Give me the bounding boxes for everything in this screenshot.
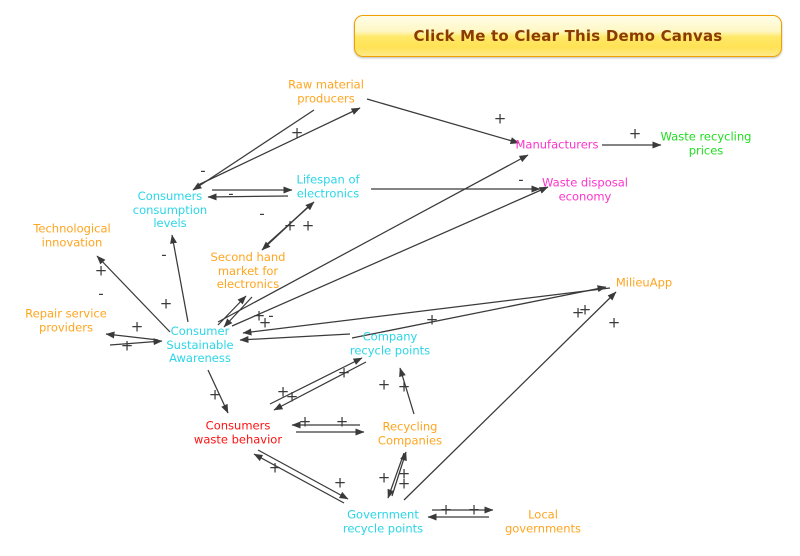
polarity-sign: - [98, 284, 104, 303]
link-line [217, 295, 247, 326]
link-line [242, 287, 611, 336]
link-line [192, 109, 315, 191]
link-line [231, 186, 549, 327]
link-layer [96, 98, 662, 521]
link-line [223, 296, 253, 328]
polarity-sign: - [161, 245, 167, 264]
node-repair_service_providers[interactable]: Repair service providers [25, 306, 107, 334]
polarity-sign: + [578, 300, 592, 319]
polarity-sign: + [268, 458, 282, 477]
polarity-sign: + [159, 294, 173, 313]
link-line [366, 98, 520, 144]
polarity-sign: + [337, 363, 351, 382]
node-waste_disposal_economy[interactable]: Waste disposal economy [542, 175, 628, 203]
node-consumers_consumption_levels[interactable]: Consumers consumption levels [132, 188, 208, 230]
polarity-sign: + [377, 468, 391, 487]
link-line [195, 107, 361, 187]
node-lifespan_of_electronics[interactable]: Lifespan of electronics [296, 172, 360, 200]
node-technological_innovation[interactable]: Technological innovation [33, 221, 111, 249]
polarity-sign: + [628, 124, 642, 143]
polarity-sign: - [268, 306, 274, 325]
node-raw_material_producers[interactable]: Raw material producers [288, 77, 364, 105]
link-line [273, 361, 367, 411]
polarity-sign: + [335, 412, 349, 431]
node-waste_recycling_prices[interactable]: Waste recycling prices [660, 129, 752, 157]
link-line [239, 333, 351, 344]
node-second_hand_market[interactable]: Second hand market for electronics [210, 249, 286, 291]
link-line [403, 291, 617, 501]
polarity-sign: + [607, 313, 621, 332]
link-line [253, 453, 345, 504]
link-line [217, 154, 529, 323]
polarity-sign: + [397, 377, 411, 396]
polarity-sign: + [208, 385, 222, 404]
clear-canvas-button-label: Click Me to Clear This Demo Canvas [413, 27, 723, 45]
clear-canvas-button[interactable]: Click Me to Clear This Demo Canvas [354, 15, 782, 57]
link-line [269, 357, 363, 405]
link-line [399, 367, 415, 415]
node-consumer_sustainable_awareness[interactable]: Consumer Sustainable Awareness [166, 323, 234, 365]
node-local_governments[interactable]: Local governments [504, 507, 582, 535]
node-company_recycle_points[interactable]: Company recycle points [349, 329, 431, 357]
polarity-sign: + [258, 313, 272, 332]
polarity-sign: + [377, 375, 391, 394]
polarity-sign: + [290, 123, 304, 142]
polarity-sign: + [439, 500, 453, 519]
polarity-sign: + [298, 412, 312, 431]
node-recycling_companies[interactable]: Recycling Companies [377, 419, 443, 447]
link-line [96, 255, 171, 333]
polarity-sign: + [397, 464, 411, 483]
polarity-sign: + [571, 303, 585, 322]
polarity-sign: + [276, 382, 290, 401]
polarity-sign: + [425, 310, 439, 329]
link-line [264, 201, 315, 247]
polarity-sign: + [252, 306, 266, 325]
polarity-sign: + [397, 474, 411, 493]
node-consumers_waste_behavior[interactable]: Consumers waste behavior [193, 418, 283, 446]
link-line [170, 234, 189, 323]
polarity-sign: + [333, 473, 347, 492]
polarity-sign: - [228, 184, 234, 203]
node-government_recycle_points[interactable]: Government recycle points [342, 507, 424, 535]
polarity-sign: - [200, 161, 206, 180]
polarity-sign: + [493, 109, 507, 128]
link-line [105, 331, 159, 341]
link-line [391, 451, 407, 497]
link-line [207, 369, 229, 414]
node-manufacturers[interactable]: Manufacturers [515, 137, 599, 152]
polarity-sign: + [285, 387, 299, 406]
link-line [207, 193, 289, 201]
polarity-sign: - [518, 170, 524, 189]
node-milieuapp[interactable]: MilieuApp [615, 275, 673, 290]
polarity-sign: + [94, 261, 108, 280]
polarity-sign: - [259, 204, 265, 223]
polarity-sign: + [301, 216, 315, 235]
polarity-sign: + [130, 317, 144, 336]
polarity-sign: + [467, 500, 481, 519]
polarity-sign: + [120, 336, 134, 355]
polarity-sign: + [283, 216, 297, 235]
link-line [109, 338, 163, 346]
link-line [257, 449, 349, 500]
link-line [351, 285, 607, 339]
